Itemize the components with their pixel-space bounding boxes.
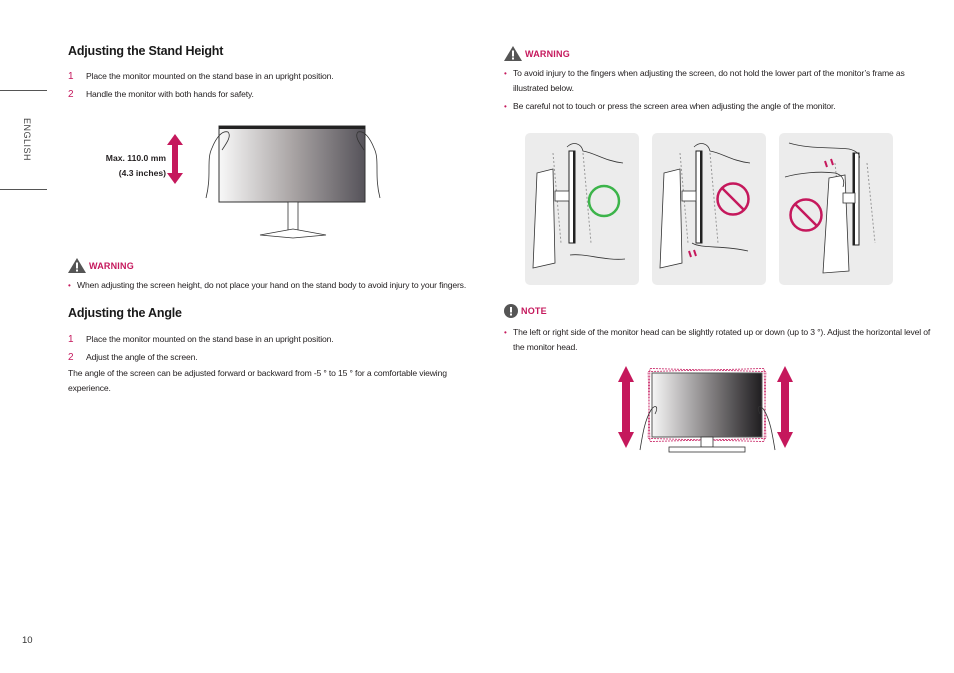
- sidebar-rule-top: [0, 90, 47, 91]
- warning-bullet: To avoid injury to the fingers when adju…: [504, 66, 923, 96]
- warning-callout: WARNING: [504, 46, 570, 61]
- section-title-stand-height: Adjusting the Stand Height: [68, 44, 224, 58]
- prohibited-icon: [789, 198, 823, 232]
- monitor-rotation-illustration: [618, 366, 793, 453]
- step-number: 2: [68, 352, 74, 363]
- step-number: 1: [68, 334, 74, 345]
- vertical-double-arrow-icon: [167, 134, 183, 184]
- step-text: Handle the monitor with both hands for s…: [86, 89, 254, 99]
- warning-bullet: Be careful not to touch or press the scr…: [504, 99, 923, 114]
- ok-circle-icon: [587, 184, 621, 218]
- dimension-mm: Max. 110.0 mm: [105, 153, 166, 163]
- prohibited-icon: [716, 182, 750, 216]
- step-number: 2: [68, 89, 74, 100]
- warning-triangle-icon: [504, 46, 522, 61]
- height-dimension-label: Max. 110.0 mm (4.3 inches): [90, 151, 166, 181]
- note-callout: NOTE: [504, 304, 547, 318]
- step-number: 1: [68, 71, 74, 82]
- note-label: NOTE: [521, 306, 547, 316]
- rotate-arrow-left-icon: [618, 366, 634, 448]
- warning-bullet: When adjusting the screen height, do not…: [68, 278, 497, 293]
- monitor-side-illustration: [659, 143, 751, 269]
- warning-triangle-icon: [68, 258, 86, 273]
- sidebar-rule-bottom: [0, 189, 47, 190]
- step-item: 2 Adjust the angle of the screen.: [68, 352, 198, 363]
- warning-label: WARNING: [525, 48, 570, 59]
- correct-hold-panel: [525, 133, 639, 285]
- language-label: ENGLISH: [22, 118, 32, 162]
- section-title-angle: Adjusting the Angle: [68, 306, 182, 320]
- step-text: Adjust the angle of the screen.: [86, 352, 198, 362]
- step-text: Place the monitor mounted on the stand b…: [86, 71, 334, 81]
- step-text: Place the monitor mounted on the stand b…: [86, 334, 334, 344]
- angle-paragraph: The angle of the screen can be adjusted …: [68, 368, 447, 393]
- step-item: 1 Place the monitor mounted on the stand …: [68, 334, 334, 345]
- step-item: 1 Place the monitor mounted on the stand …: [68, 71, 334, 82]
- prohibited-touch-screen-panel: [779, 133, 893, 285]
- dimension-inches: (4.3 inches): [118, 168, 166, 178]
- note-bullet: The left or right side of the monitor he…: [504, 325, 933, 355]
- warning-label: WARNING: [89, 260, 134, 271]
- prohibited-hold-bottom-panel: [652, 133, 766, 285]
- monitor-height-illustration: [205, 125, 381, 239]
- page-number: 10: [22, 635, 33, 646]
- monitor-side-illustration: [784, 142, 876, 274]
- warning-callout: WARNING: [68, 258, 134, 273]
- monitor-side-illustration: [532, 143, 626, 269]
- note-exclamation-icon: [504, 304, 518, 318]
- step-item: 2 Handle the monitor with both hands for …: [68, 89, 254, 100]
- rotate-arrow-right-icon: [777, 366, 793, 448]
